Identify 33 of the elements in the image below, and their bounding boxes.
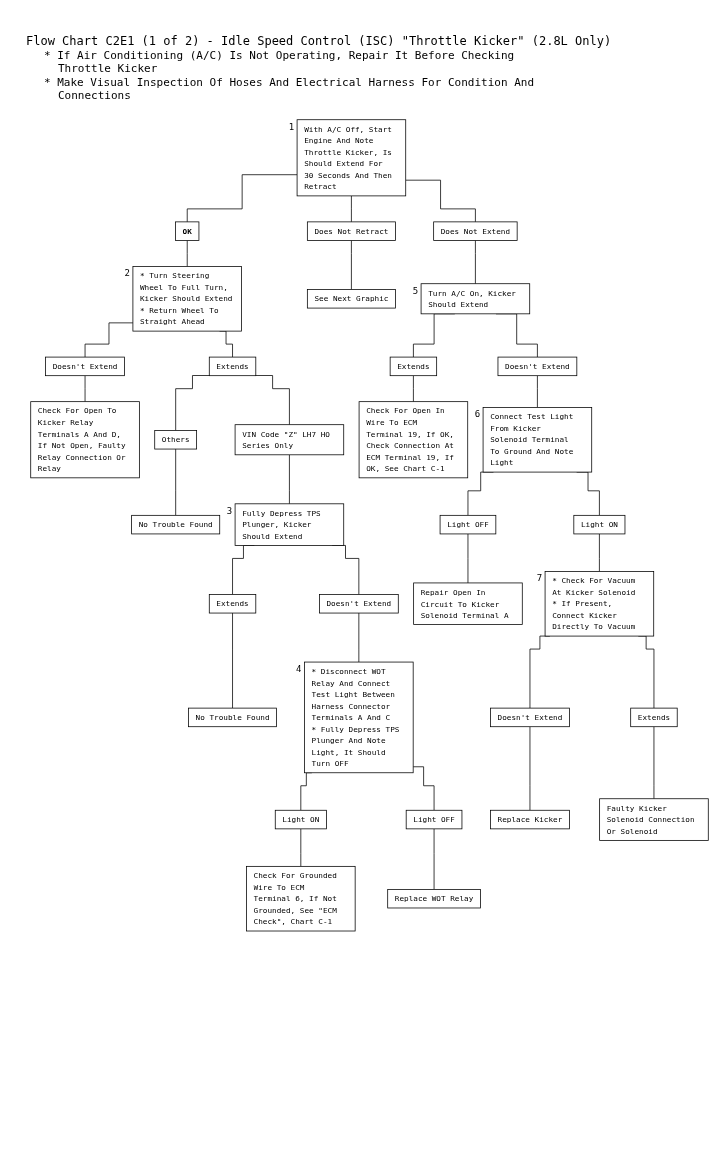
step-number: 5 [412, 286, 419, 296]
step-number: 4 [296, 665, 302, 675]
connector [475, 240, 476, 285]
connector [186, 174, 298, 223]
connector [289, 454, 290, 505]
step-number: 3 [226, 506, 233, 516]
connector [232, 612, 233, 709]
connector [599, 533, 600, 572]
connector [175, 448, 177, 516]
connector [351, 195, 352, 223]
connector [351, 240, 352, 290]
step-number: 7 [536, 574, 543, 584]
note-text: * Make Visual Inspection Of Hoses And Electrical Harness For Condition And Connections [44, 76, 536, 102]
connector [300, 828, 302, 867]
connector [175, 375, 210, 431]
connector [405, 179, 476, 223]
connector [358, 612, 360, 663]
connector [537, 375, 538, 408]
step-number: 6 [474, 410, 481, 420]
connector [413, 375, 414, 403]
chart-title: Flow Chart C2E1 (1 of 2) - Idle Speed Control (ISC) "Throttle Kicker" (2.8L Only) [26, 34, 612, 48]
step-number: 1 [288, 122, 295, 132]
connector [433, 828, 435, 890]
connector [84, 375, 86, 403]
connector [412, 766, 435, 811]
step-number: 2 [124, 269, 130, 279]
connector [653, 726, 655, 800]
connector [84, 322, 134, 358]
connector [255, 375, 290, 426]
connector [186, 240, 188, 267]
note-text: * If Air Conditioning (A/C) Is Not Operating, Repair It Before Checking Throttle Kicker [44, 49, 516, 75]
connector [467, 533, 469, 584]
connector [529, 726, 531, 811]
